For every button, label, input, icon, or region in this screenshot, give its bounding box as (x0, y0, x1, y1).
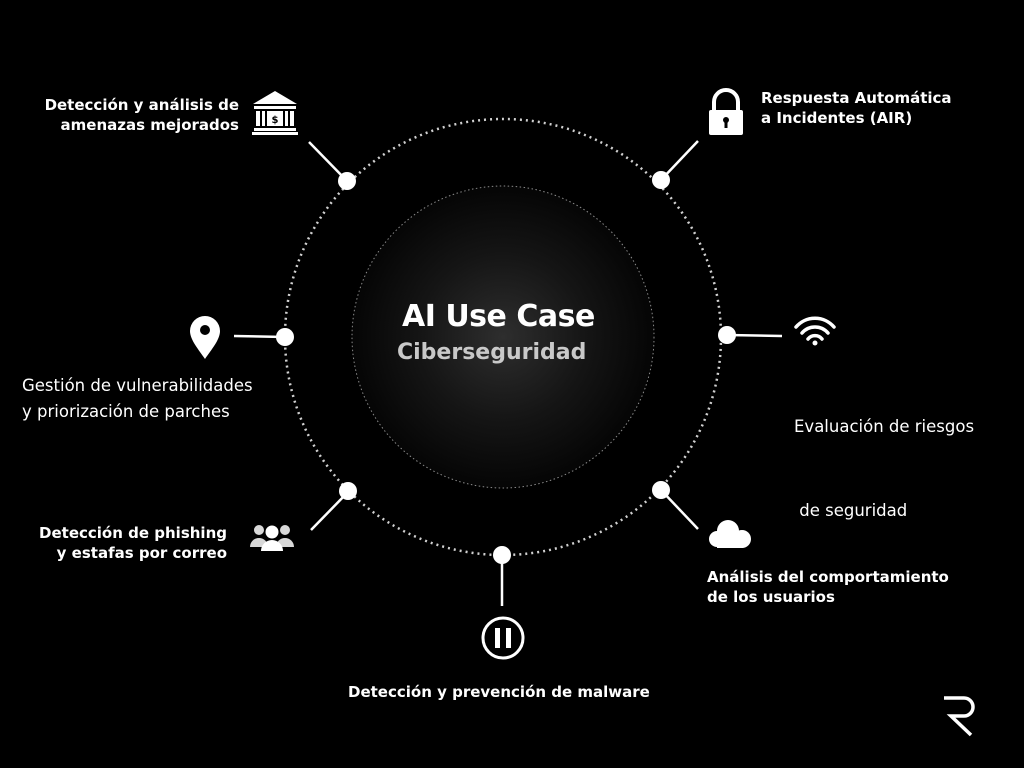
connector-risk-assessment (726, 333, 783, 338)
map-pin-icon (190, 316, 220, 359)
node-dot-vulnerability-management (276, 328, 294, 346)
wifi-icon (794, 316, 836, 346)
node-label-threat-detection: Detección y análisis de amenazas mejorad… (44, 96, 239, 134)
node-dot-threat-detection (338, 172, 356, 190)
node-dot-risk-assessment (718, 326, 736, 344)
pause-circle-icon (481, 616, 525, 660)
node-label-automated-response: Respuesta Automática a Incidentes (AIR) (761, 89, 952, 127)
diagram-title: AI Use Case (402, 299, 595, 334)
bank-icon: $ (252, 91, 298, 135)
cloud-icon (709, 520, 751, 548)
node-label-phishing-detection: Detección de phishing y estafas por corr… (39, 524, 227, 562)
node-label-risk-assessment: Evaluación de riesgos de seguridad (794, 417, 975, 520)
node-label-user-behavior: Análisis del comportamiento de los usuar… (707, 568, 949, 606)
inner-circle (351, 185, 655, 489)
svg-text:$: $ (272, 115, 279, 126)
node-dot-user-behavior (652, 481, 670, 499)
node-dot-phishing-detection (339, 482, 357, 500)
node-dot-malware-detection (493, 546, 511, 564)
node-dot-automated-response (652, 171, 670, 189)
connector-phishing-detection (310, 491, 349, 531)
r-logo-icon (944, 696, 975, 737)
diagram-subtitle: Ciberseguridad (397, 340, 587, 365)
users-icon (250, 525, 294, 551)
node-label-malware-detection: Detección y prevención de malware (348, 683, 650, 701)
lock-icon (709, 88, 743, 135)
connector-threat-detection (308, 141, 348, 182)
node-label-vulnerability-management: Gestión de vulnerabilidades y priorizaci… (22, 376, 253, 421)
